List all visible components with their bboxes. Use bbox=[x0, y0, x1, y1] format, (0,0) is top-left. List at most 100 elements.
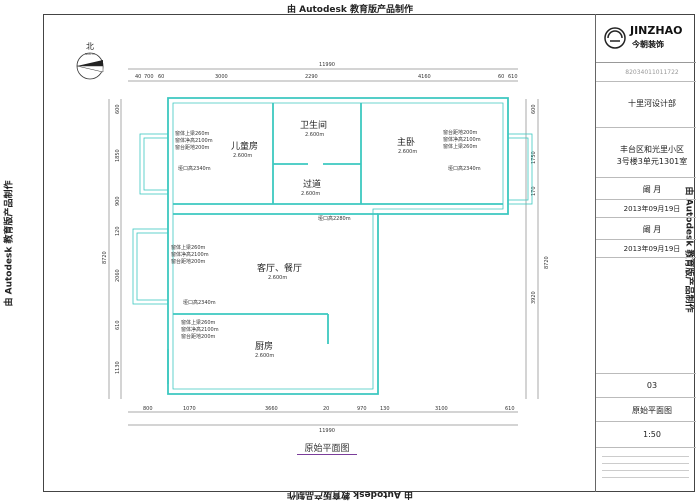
check-date: 2013年09月19日 bbox=[623, 245, 681, 253]
scale-row: 1:50 bbox=[596, 422, 696, 448]
drawing-name-row: 原始平面图 bbox=[596, 398, 696, 422]
note: 窗体上梁260m bbox=[181, 319, 216, 326]
note: 窗体净高2100m bbox=[171, 251, 209, 258]
top-dimensions: 11990 40 700 60 3000 2290 4160 60 610 bbox=[135, 62, 518, 80]
note: 窗台距地200m bbox=[171, 258, 206, 265]
note: 垭口高2340m bbox=[178, 165, 211, 172]
room-height: 2.600m bbox=[305, 132, 324, 138]
compass-label: 北 bbox=[86, 42, 94, 51]
note: 窗体净高2100m bbox=[443, 136, 481, 143]
note: 窗体净高2100m bbox=[181, 326, 219, 333]
dim-right: 170 bbox=[531, 186, 537, 196]
project-row: 丰台区和光里小区 3号楼3单元1301室 bbox=[596, 128, 696, 178]
dim-left: 120 bbox=[115, 226, 121, 236]
room-height: 2.600m bbox=[301, 191, 320, 197]
logo-text: JINZHAO bbox=[630, 24, 683, 37]
design-date: 2013年09月19日 bbox=[623, 205, 681, 213]
design-date-row: 2013年09月19日 bbox=[596, 200, 696, 218]
design-dept: 十里河设计部 bbox=[628, 99, 676, 108]
drawing-no-row: 03 bbox=[596, 374, 696, 398]
note: 窗台距地200m bbox=[443, 129, 478, 136]
checker-row: 阚 月 bbox=[596, 218, 696, 240]
note: 垭口高2280m bbox=[318, 215, 351, 222]
note: 窗体上梁260m bbox=[175, 130, 210, 137]
note: 窗台距地200m bbox=[175, 144, 210, 151]
left-dimensions: 600 1850 900 120 2060 610 1130 8720 bbox=[102, 104, 121, 374]
dim-bottom: 800 bbox=[143, 406, 153, 412]
dim-bottom: 3660 bbox=[265, 406, 278, 412]
room-name: 卫生间 bbox=[300, 119, 327, 131]
right-dimensions: 600 1750 170 3920 8720 bbox=[531, 104, 550, 304]
drawing-no: 03 bbox=[646, 381, 658, 390]
note: 垭口高2340m bbox=[448, 165, 481, 172]
watermark-left: 由 Autodesk 教育版产品制作 bbox=[4, 180, 15, 307]
drawing-name: 原始平面图 bbox=[632, 406, 672, 415]
room-labels: 儿童房 2.600m 卫生间 2.600m 主卧 2.600m 过道 2.600… bbox=[231, 119, 417, 359]
room-height: 2.600m bbox=[268, 275, 287, 281]
check-date-row: 2013年09月19日 bbox=[596, 240, 696, 258]
dim-left: 900 bbox=[115, 196, 121, 206]
dept-row: 十里河设计部 bbox=[596, 82, 696, 128]
serial-row: 82034011011722 bbox=[596, 62, 696, 82]
room-height: 2.600m bbox=[255, 353, 274, 359]
dim-left: 1850 bbox=[115, 149, 121, 162]
dim-right-total: 8720 bbox=[544, 256, 550, 269]
logo-cn: 今朝装饰 bbox=[632, 40, 664, 49]
dim-left: 600 bbox=[115, 104, 121, 114]
dim-top: 3000 bbox=[215, 74, 228, 80]
title-block: JINZHAO 今朝装饰 82034011011722 十里河设计部 丰台区和光… bbox=[595, 14, 696, 492]
dim-right: 3920 bbox=[531, 291, 537, 304]
scale: 1:50 bbox=[643, 430, 661, 439]
designer-row: 阚 月 bbox=[596, 178, 696, 200]
walls bbox=[167, 97, 509, 395]
dim-left: 610 bbox=[115, 320, 121, 330]
dim-bottom: 20 bbox=[323, 406, 329, 412]
watermark-top: 由 Autodesk 教育版产品制作 bbox=[286, 5, 413, 15]
dim-bottom-total: 11990 bbox=[319, 428, 335, 434]
designer: 阚 月 bbox=[642, 185, 662, 194]
drawing-sheet bbox=[43, 14, 695, 492]
note: 窗体净高2100m bbox=[175, 137, 213, 144]
bay-windows bbox=[132, 133, 533, 384]
room-height: 2.600m bbox=[233, 153, 252, 159]
room-height: 2.600m bbox=[398, 149, 417, 155]
checker: 阚 月 bbox=[642, 225, 662, 234]
dim-top: 40 bbox=[135, 74, 141, 80]
plan-caption: 原始平面图 bbox=[297, 441, 357, 455]
room-name: 儿童房 bbox=[231, 140, 258, 152]
project-line-2: 3号楼3单元1301室 bbox=[616, 157, 688, 166]
floor-plan: 北 NORTH 11990 40 700 60 3000 2290 4160 6… bbox=[76, 42, 550, 434]
note: 窗体上梁260m bbox=[443, 143, 478, 150]
blank-row bbox=[596, 258, 696, 374]
dim-top-total: 11990 bbox=[319, 62, 335, 68]
dim-top: 610 bbox=[508, 74, 518, 80]
room-name: 过道 bbox=[303, 178, 321, 190]
dim-bottom: 1070 bbox=[183, 406, 196, 412]
room-name: 厨房 bbox=[255, 340, 273, 352]
dim-bottom: 130 bbox=[380, 406, 390, 412]
bottom-dimensions: 800 1070 3660 20 970 130 3100 610 11990 bbox=[143, 406, 515, 434]
compass-sub: NORTH bbox=[85, 52, 96, 56]
dim-bottom: 610 bbox=[505, 406, 515, 412]
note: 垭口高2340m bbox=[183, 299, 216, 306]
room-name: 客厅、餐厅 bbox=[257, 262, 302, 274]
dim-right: 600 bbox=[531, 104, 537, 114]
dim-top: 60 bbox=[498, 74, 504, 80]
dim-left-total: 8720 bbox=[102, 251, 108, 264]
jinzhao-logo-icon bbox=[604, 27, 626, 49]
dim-top: 4160 bbox=[418, 74, 431, 80]
note: 窗体上梁260m bbox=[171, 244, 206, 251]
dim-left: 1130 bbox=[115, 361, 121, 374]
dim-left: 2060 bbox=[115, 269, 121, 282]
project-line-1: 丰台区和光里小区 bbox=[620, 145, 684, 154]
dim-top: 2290 bbox=[305, 74, 318, 80]
construction-notes: 窗体上梁260m 窗体净高2100m 窗台距地200m 垭口高2340m 窗台距… bbox=[171, 129, 481, 340]
north-compass-icon: 北 NORTH bbox=[76, 42, 104, 80]
fine-print bbox=[602, 456, 689, 478]
serial-number: 82034011011722 bbox=[625, 69, 679, 76]
dim-top: 700 bbox=[144, 74, 154, 80]
dim-right: 1750 bbox=[531, 151, 537, 164]
dim-bottom: 3100 bbox=[435, 406, 448, 412]
dim-bottom: 970 bbox=[357, 406, 367, 412]
dim-top: 60 bbox=[158, 74, 164, 80]
